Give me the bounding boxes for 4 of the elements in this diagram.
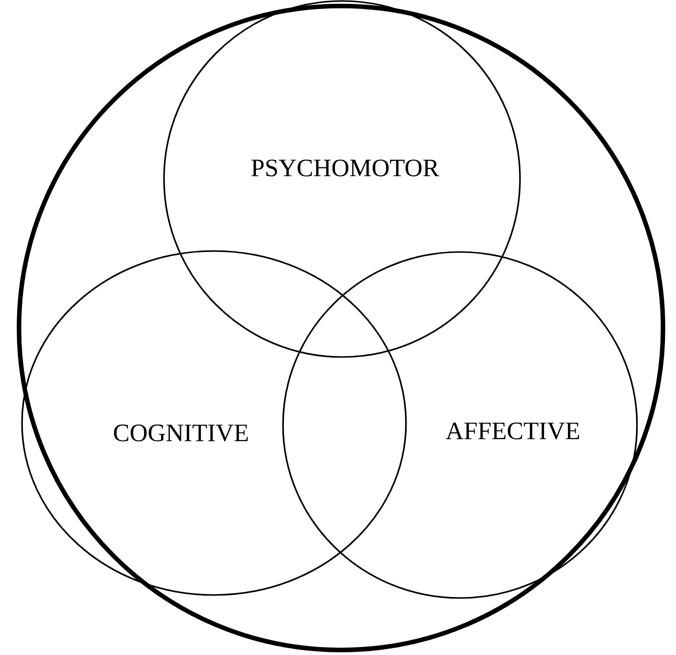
circle-label: AFFECTIVE bbox=[446, 422, 580, 440]
circle-label: PSYCHOMOTOR bbox=[252, 160, 440, 176]
circle-label: COGNITIVE bbox=[114, 424, 248, 442]
outer-circle bbox=[16, 4, 666, 652]
